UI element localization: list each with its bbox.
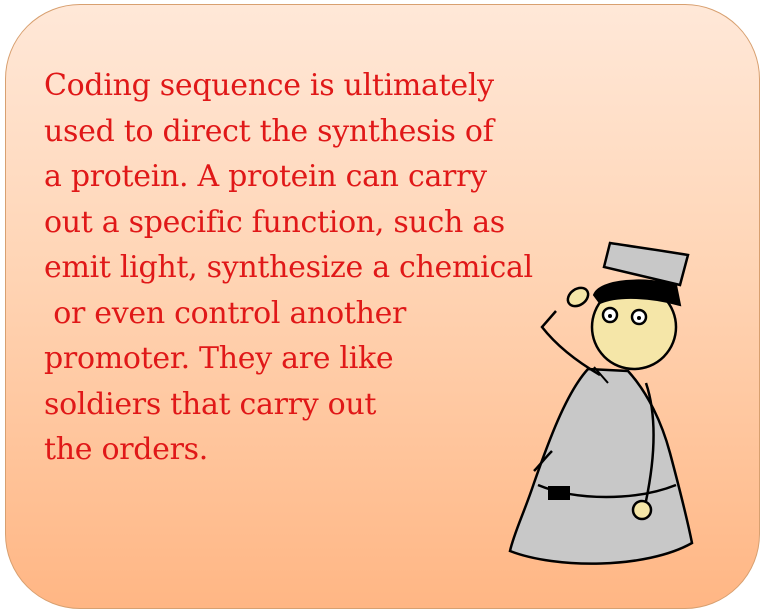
soldier-hat <box>602 241 690 287</box>
text-line: a protein. A protein can carry <box>44 159 487 194</box>
belt-pouch <box>548 486 570 500</box>
text-line: or even control another <box>44 295 407 331</box>
info-card: Coding sequence is ultimately used to di… <box>5 4 760 609</box>
text-line: out a specific function, such as <box>44 204 505 240</box>
text-line: Coding sequence is ultimately <box>44 68 494 103</box>
text-line: used to direct the synthesis of <box>44 113 494 149</box>
protein-explanation-text: Coding sequence is ultimately used to di… <box>44 63 533 473</box>
soldier-hand <box>631 499 653 521</box>
text-line: emit light, synthesize a chemical <box>44 250 533 285</box>
text-line: promoter. They are like <box>44 341 394 376</box>
text-line: the orders. <box>44 432 208 467</box>
soldier-saluting-icon <box>508 241 694 565</box>
saluting-hand <box>566 286 590 308</box>
text-line: soldiers that carry out <box>44 386 377 422</box>
